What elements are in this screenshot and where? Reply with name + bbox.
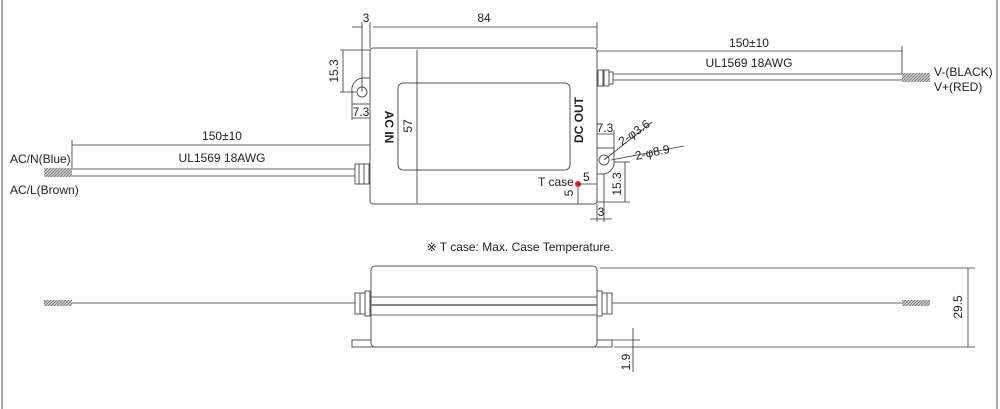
dim-hole-right-v: 15.3 [610,172,624,196]
hole-large-spec: 2-φ8.9 [634,142,672,163]
dim-tab-bottom: 3 [598,205,605,219]
tcase-dx: 5 [583,170,590,184]
output-wire-stripped-end [902,73,930,82]
label-window [397,82,571,171]
top-view: 84 3 15.3 7.3 AC IN 57 DC OUT 7.3 2-φ3.6… [10,11,993,222]
hole-small-spec: 2-φ3.6 [616,117,653,149]
input-wire-stripped-end [44,168,72,177]
input-wire-spec: UL1569 18AWG [179,151,266,165]
output-wire-spec: UL1569 18AWG [706,56,793,70]
label-dc-out: DC OUT [572,96,586,143]
dim-tab: 3 [363,11,370,25]
input-lead-1: AC/N(Blue) [10,152,71,166]
output-wire-length: 150±10 [729,36,769,50]
side-view: 29.5 1.9 [44,265,975,372]
dim-hole-right-h: 7.3 [597,121,614,135]
output-lead-2: V+(RED) [934,80,982,94]
side-dim-height: 29.5 [951,295,965,319]
output-lead-1: V-(BLACK) [934,65,993,79]
label-ac-in: AC IN [382,111,396,144]
tcase-note: ※ T case: Max. Case Temperature. [427,240,614,254]
dim-hole-left-v: 15.3 [327,59,341,83]
side-dim-flange: 1.9 [619,353,633,370]
side-left-stripped-end [44,300,72,306]
input-wire-length: 150±10 [202,129,242,143]
side-right-stripped-end [902,300,930,306]
tcase-label: T case [538,175,574,189]
tcase-dy: 5 [562,189,576,196]
dim-width: 84 [477,11,491,25]
dim-height: 57 [401,119,415,133]
dim-hole-left-h: 7.3 [353,105,370,119]
side-case-outline [370,265,598,348]
input-lead-2: AC/L(Brown) [10,183,79,197]
